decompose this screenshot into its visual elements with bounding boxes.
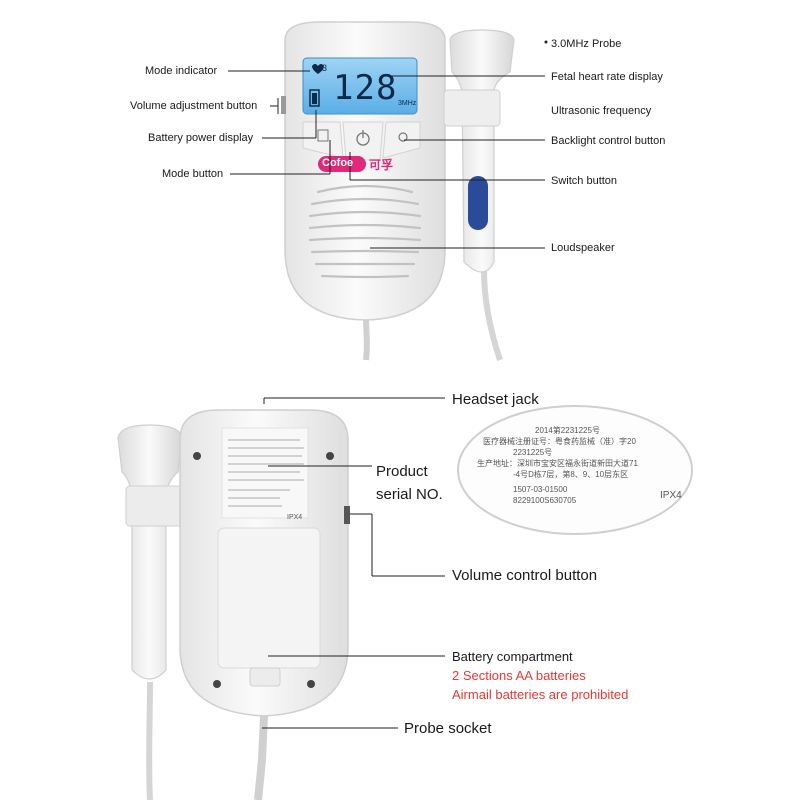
probe-socket-cable xyxy=(254,715,268,800)
battery-compartment xyxy=(217,527,321,669)
label-backlight-control: Backlight control button xyxy=(551,135,666,147)
label-mode-button: Mode button xyxy=(162,168,224,180)
battery-icon xyxy=(309,89,320,107)
probe-frequency-label: 3.0MHz xyxy=(454,195,463,223)
label-product-serial-2: serial NO. xyxy=(376,486,443,503)
serial-zoom-oval xyxy=(457,405,693,535)
bottom-leader-lines xyxy=(262,397,445,729)
lcd-screen xyxy=(302,57,418,115)
label-headset-jack: Headset jack xyxy=(452,391,539,408)
volume-side-button[interactable] xyxy=(281,96,286,114)
label-volume-adjustment: Volume adjustment button xyxy=(130,100,258,112)
screw xyxy=(193,452,201,460)
label-product-serial-1: Product xyxy=(376,463,428,480)
ipx-label: IPX4 xyxy=(287,514,303,521)
label-probe-socket: Probe socket xyxy=(404,720,492,737)
bottom-probe-cable xyxy=(146,681,153,800)
label-ultrasonic-frequency: Ultrasonic frequency xyxy=(551,105,652,117)
zoom-line: 2014第2231225号 xyxy=(535,426,600,435)
zoom-ipx-label: IPX4 xyxy=(660,490,682,501)
heart-icon xyxy=(312,64,324,74)
device-cable xyxy=(363,317,370,361)
list-icon xyxy=(317,129,329,142)
zoom-line: 医疗器械注册证号：粤食药监械（准）字20 xyxy=(483,437,636,446)
label-volume-control: Volume control button xyxy=(452,567,598,584)
screw xyxy=(307,680,315,688)
backlight-button[interactable] xyxy=(382,121,421,159)
sun-icon xyxy=(398,132,408,142)
bottom-probe xyxy=(117,424,183,680)
volume-control-button[interactable] xyxy=(344,506,350,524)
probe-cable xyxy=(481,269,503,361)
label-battery-note-1: 2 Sections AA batteries xyxy=(452,668,586,683)
screw xyxy=(213,680,221,688)
switch-button[interactable] xyxy=(342,121,384,161)
zoom-line: 1507-03-01500 xyxy=(513,485,568,494)
top-leader-lines xyxy=(228,70,545,249)
lcd-mode-number: 3 xyxy=(322,63,328,73)
serial-label-lines xyxy=(228,439,304,507)
label-battery-note-2: Airmail batteries are prohibited xyxy=(452,687,629,702)
label-mode-indicator: Mode indicator xyxy=(145,65,218,77)
bottom-probe-holder xyxy=(125,485,189,527)
probe xyxy=(449,29,515,273)
serial-label xyxy=(221,427,309,519)
zoom-line: 2231225号 xyxy=(513,448,553,457)
screw xyxy=(326,452,334,460)
probe-frequency-badge xyxy=(468,176,488,230)
label-battery-compartment: Battery compartment xyxy=(452,649,573,664)
lcd-frequency: 3MHz xyxy=(398,100,417,107)
brand-logo-cn: 可孚 xyxy=(369,158,394,172)
speaker-grille xyxy=(308,184,422,279)
label-fetal-heart-rate: Fetal heart rate display xyxy=(551,71,663,83)
zoom-line: 生产地址：深圳市宝安区福永街道新田大道71 xyxy=(477,459,638,468)
label-loudspeaker: Loudspeaker xyxy=(551,242,615,254)
serial-zoom-text: 2014第2231225号 医疗器械注册证号：粤食药监械（准）字20 22312… xyxy=(475,425,675,506)
lcd-heart-rate: 128 xyxy=(333,68,398,108)
label-battery-power: Battery power display xyxy=(148,132,254,144)
label-probe: 3.0MHz Probe xyxy=(551,38,622,50)
brand-logo-text: Cofoe xyxy=(322,157,354,169)
zoom-line: 8229100S630705 xyxy=(513,496,577,505)
label-switch-button: Switch button xyxy=(551,175,618,187)
probe-holder xyxy=(443,89,501,127)
zoom-line: -4号D栋7层，第8、9、10层东区 xyxy=(513,470,629,479)
battery-latch[interactable] xyxy=(249,667,281,687)
